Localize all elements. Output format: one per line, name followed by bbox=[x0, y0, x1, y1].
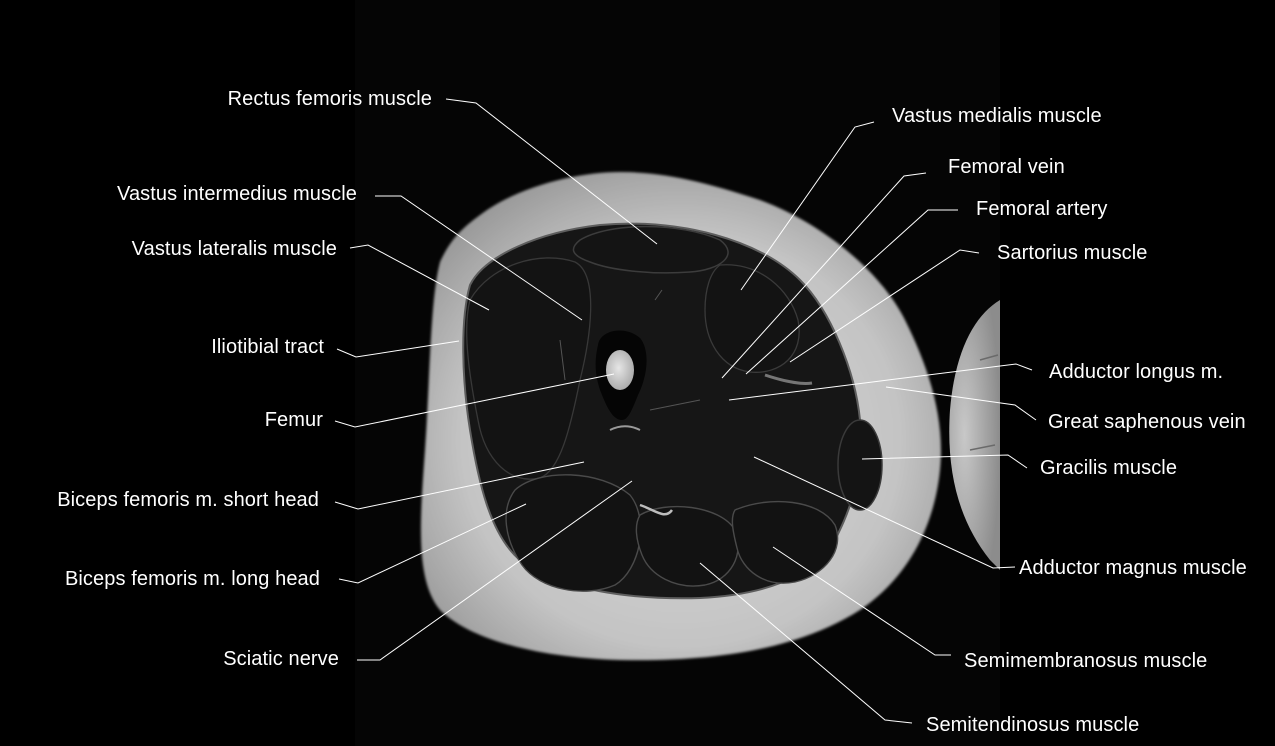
label-vastus-medialis: Vastus medialis muscle bbox=[892, 105, 1102, 127]
label-sartorius: Sartorius muscle bbox=[997, 242, 1148, 264]
leader-line-rectus-femoris bbox=[445, 98, 658, 245]
leader-line-adductor-magnus bbox=[753, 456, 1016, 569]
muscle-compartments bbox=[462, 222, 883, 600]
leader-line-iliotibial-tract bbox=[336, 340, 460, 358]
label-biceps-long: Biceps femoris m. long head bbox=[64, 568, 320, 590]
label-rectus-femoris: Rectus femoris muscle bbox=[227, 88, 432, 110]
leader-lines bbox=[334, 98, 1037, 724]
label-vastus-intermedius: Vastus intermedius muscle bbox=[117, 183, 357, 205]
label-sciatic-nerve: Sciatic nerve bbox=[223, 648, 339, 670]
leader-line-femur bbox=[334, 373, 615, 428]
leader-line-sartorius bbox=[789, 249, 980, 363]
label-vastus-lateralis: Vastus lateralis muscle bbox=[131, 238, 337, 260]
leader-line-vastus-lateralis bbox=[349, 244, 490, 311]
label-adductor-longus: Adductor longus m. bbox=[1049, 361, 1224, 383]
label-iliotibial-tract: Iliotibial tract bbox=[211, 336, 324, 358]
label-great-saphenous: Great saphenous vein bbox=[1048, 411, 1246, 433]
leader-line-vastus-intermedius bbox=[375, 195, 583, 321]
leader-line-semimembranosus bbox=[772, 546, 951, 656]
label-femoral-artery: Femoral artery bbox=[976, 198, 1108, 220]
femur-bone bbox=[595, 330, 647, 420]
leader-line-femoral-vein bbox=[721, 172, 927, 379]
leader-line-biceps-long bbox=[338, 503, 527, 584]
label-adductor-magnus: Adductor magnus muscle bbox=[1019, 557, 1247, 579]
label-gracilis: Gracilis muscle bbox=[1040, 457, 1178, 479]
leader-line-gracilis bbox=[861, 454, 1028, 469]
leader-line-great-saphenous bbox=[885, 386, 1037, 421]
leader-line-biceps-short bbox=[334, 461, 585, 510]
label-femoral-vein: Femoral vein bbox=[948, 156, 1065, 178]
label-semitendinosus: Semitendinosus muscle bbox=[926, 714, 1140, 736]
leader-line-adductor-longus bbox=[728, 363, 1033, 401]
leader-line-sciatic-nerve bbox=[357, 480, 633, 661]
label-biceps-short: Biceps femoris m. short head bbox=[57, 489, 319, 511]
leader-line-femoral-artery bbox=[745, 209, 958, 375]
label-semimembranosus: Semimembranosus muscle bbox=[964, 650, 1208, 672]
leader-line-semitendinosus bbox=[699, 562, 913, 724]
leader-line-vastus-medialis bbox=[740, 121, 875, 291]
label-femur: Femur bbox=[264, 409, 323, 431]
